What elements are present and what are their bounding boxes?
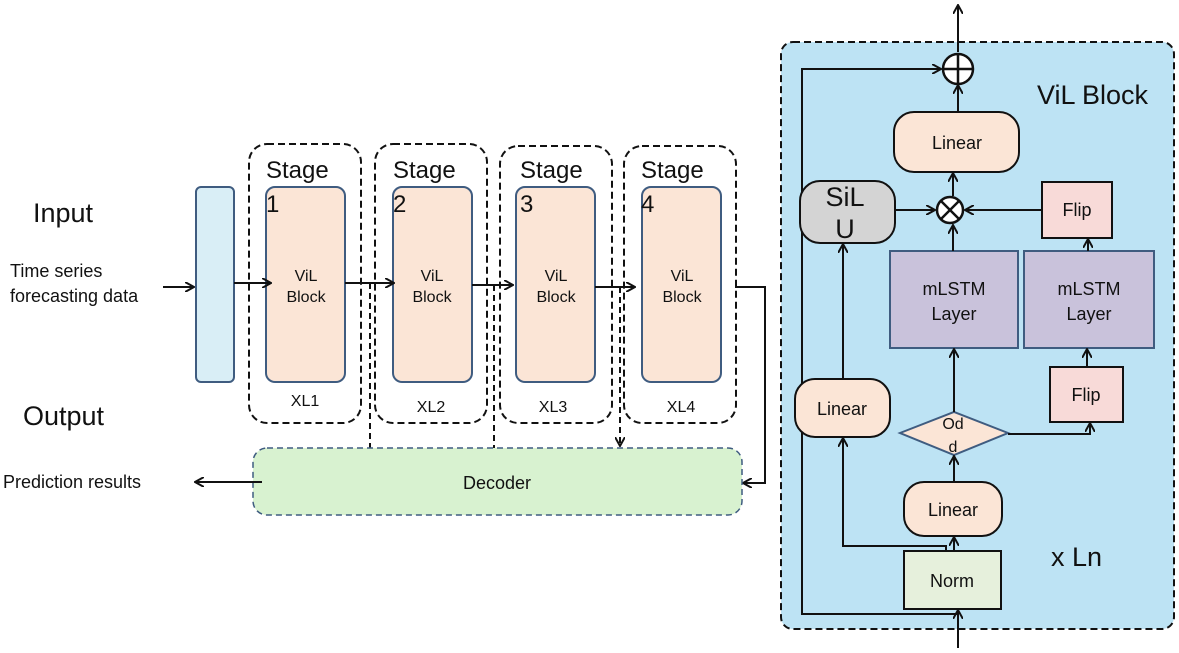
stage-4-vil-block [641, 186, 722, 383]
decoder-block [252, 447, 743, 516]
norm-label: Norm [930, 571, 974, 591]
stage-1-caption: XL1 [291, 393, 320, 410]
residual-connection [801, 69, 958, 615]
stage-2-number: 2 [393, 191, 406, 218]
vil-block-detail: ViL Block x Ln Linear SiL U Flip mLSTM L… [780, 6, 1175, 648]
mlstm-layer-2 [1023, 250, 1155, 349]
mlstm-1-line2: Layer [931, 304, 976, 324]
odd-line1: Od [942, 416, 963, 433]
vil-repeat-label: x Ln [1051, 542, 1102, 572]
stage-2: Stage 2 ViL Block XL2 [374, 143, 488, 424]
stage-3-caption: XL3 [539, 399, 568, 416]
silu-line1: SiL [825, 182, 864, 212]
mlstm-2-line2: Layer [1066, 304, 1111, 324]
stage-3-block-line2: Block [536, 289, 576, 306]
stage-3-title: Stage [520, 157, 583, 184]
output-desc: Prediction results [3, 472, 141, 492]
arrow-odd-flipbottom [1008, 424, 1090, 435]
arrow-norm-linearleft [843, 439, 947, 551]
stage-1-number: 1 [266, 191, 279, 218]
flip-bottom-label: Flip [1071, 385, 1100, 405]
stage-4-frame [623, 145, 737, 424]
stage-1-block-line1: ViL [295, 268, 318, 285]
stage-3-block-line1: ViL [545, 268, 568, 285]
norm-box [903, 550, 1002, 610]
stage-1: Stage 1 ViL Block XL1 [248, 143, 362, 424]
mlstm-1-line1: mLSTM [923, 279, 986, 299]
arrow-stage4-decoder [735, 286, 766, 483]
stage-2-block-line2: Block [412, 289, 452, 306]
embedding-block [195, 186, 235, 383]
linear-left-label: Linear [817, 399, 867, 419]
mlstm-layer-1 [889, 250, 1019, 349]
stage-2-caption: XL2 [417, 399, 446, 416]
multiply-node-d2 [940, 200, 960, 220]
mlstm-2-line1: mLSTM [1058, 279, 1121, 299]
linear-top-label: Linear [932, 133, 982, 153]
decoder-label: Decoder [463, 473, 531, 493]
stage-1-block-line2: Block [286, 289, 326, 306]
output-label: Output [23, 401, 105, 431]
flip-top-box [1041, 181, 1113, 239]
linear-bottom-label: Linear [928, 500, 978, 520]
input-desc-line2: forecasting data [10, 286, 139, 306]
stage-4-block-line2: Block [662, 289, 702, 306]
input-label: Input [33, 198, 94, 228]
stage-3-number: 3 [520, 191, 533, 218]
stage-3-vil-block [515, 186, 596, 383]
stage-3: Stage 3 ViL Block XL3 [499, 145, 613, 424]
silu-line2: U [835, 214, 855, 244]
stage-4: Stage 4 ViL Block XL4 [623, 145, 737, 424]
input-desc-line1: Time series [10, 261, 102, 281]
odd-line2: d [949, 439, 958, 456]
stage-4-title: Stage [641, 157, 704, 184]
stage-4-caption: XL4 [667, 399, 696, 416]
stage-2-title: Stage [393, 157, 456, 184]
vil-block-title: ViL Block [1037, 80, 1149, 110]
stage-4-number: 4 [641, 191, 654, 218]
flip-bottom-box [1049, 366, 1124, 423]
stage-1-title: Stage [266, 157, 329, 184]
stage-2-block-line1: ViL [421, 268, 444, 285]
flip-top-label: Flip [1062, 200, 1091, 220]
stage-4-block-line1: ViL [671, 268, 694, 285]
